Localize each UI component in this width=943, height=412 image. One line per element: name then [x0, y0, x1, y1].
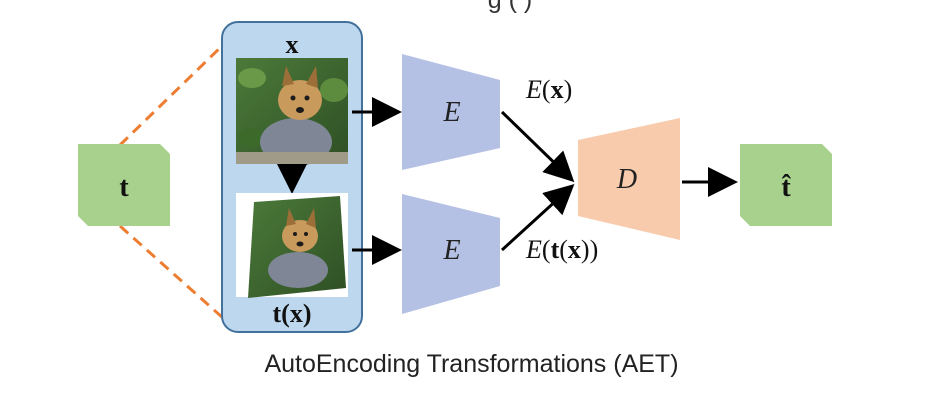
output-transform-box: t̂: [740, 144, 832, 226]
arrow-encoder-bottom-to-decoder: [500, 183, 575, 252]
feature-transformed-label: E(t(x)): [525, 235, 598, 264]
arrow-encoder-top-to-decoder: [500, 110, 575, 183]
decoder-label: D: [616, 164, 637, 195]
dashed-link-bottom: [119, 224, 224, 320]
input-transform-box: t: [78, 144, 170, 226]
encoder-bottom: E: [402, 194, 500, 314]
partial-top-title: g ( ): [487, 0, 533, 14]
encoder-top: E: [402, 54, 500, 170]
encoder-top-label: E: [442, 97, 460, 128]
transformed-image-label: t(x): [273, 299, 312, 328]
input-transform-label: t: [119, 172, 129, 203]
dog-photo-transformed: [236, 193, 348, 298]
original-image-label: x: [286, 30, 299, 59]
encoder-bottom-label: E: [442, 235, 460, 266]
dog-photo-original: [236, 58, 348, 166]
feature-original-label: E(x): [525, 75, 572, 104]
dashed-link-top: [118, 43, 225, 147]
image-panel: x t(x: [221, 21, 363, 333]
diagram-caption: AutoEncoding Transformations (AET): [264, 350, 679, 378]
decoder: D: [578, 118, 680, 240]
output-transform-label: t̂: [781, 172, 791, 203]
